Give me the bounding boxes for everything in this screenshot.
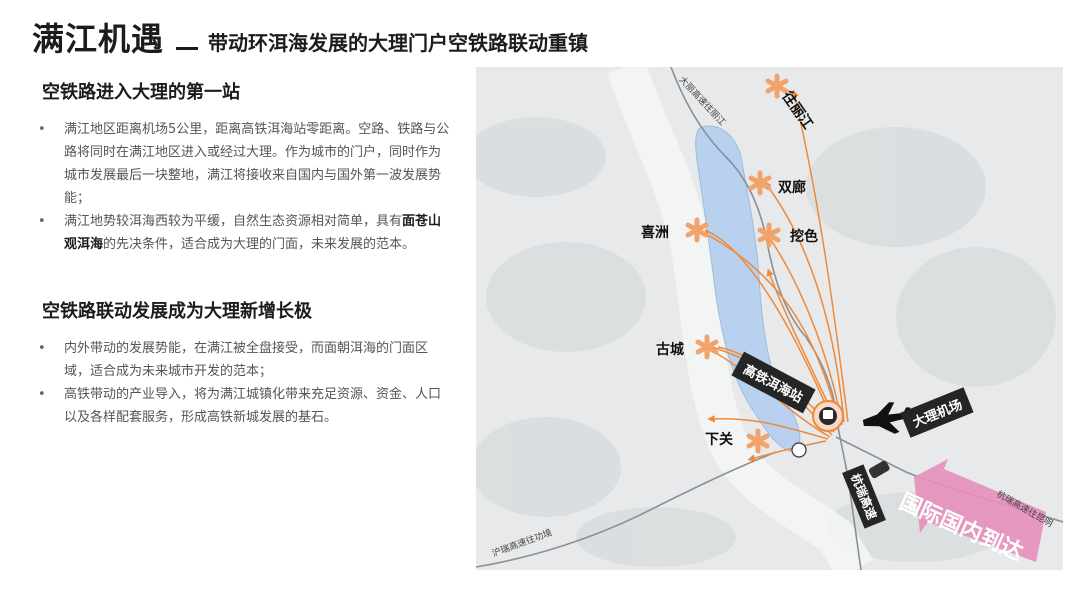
page-title: 满江机遇 带动环洱海发展的大理门户空铁路联动重镇 <box>32 14 588 60</box>
title-main: 满江机遇 <box>32 20 165 58</box>
asterisk-icon <box>695 334 719 360</box>
place-label-xiaguan: 下关 <box>705 432 733 448</box>
place-label-xizhou: 喜洲 <box>641 225 669 241</box>
terrain-texture <box>476 117 1056 567</box>
bullet-text: 高铁带动的产业导入，将为满江城镇化带来充足资源、资金、人口以及各样配套服务，形成… <box>64 387 442 425</box>
bullet-item: 高铁带动的产业导入，将为满江城镇化带来充足资源、资金、人口以及各样配套服务，形成… <box>38 383 453 429</box>
asterisk-icon <box>685 217 709 243</box>
gateway-arrow <box>914 459 1046 562</box>
bullet-text: 满江地势较洱海西较为平缓，自然生态资源相对简单，具有 <box>64 214 403 229</box>
bullet-item: 满江地区距离机场5公里，距离高铁洱海站零距离。空路、铁路与公路将同时在满江地区进… <box>38 118 453 210</box>
place-label-shuanglang: 双廊 <box>778 180 806 196</box>
bullet-text: 内外带动的发展势能，在满江被全盘接受，而面朝洱海的门面区域，适合成为未来城市开发… <box>64 341 429 379</box>
bullet-list: 内外带动的发展势能，在满江被全盘接受，而面朝洱海的门面区域，适合成为未来城市开发… <box>38 337 453 429</box>
bullet-item: 满江地势较洱海西较为平缓，自然生态资源相对简单，具有面苍山观洱海的先决条件，适合… <box>38 210 453 256</box>
bullet-highlight: 面苍山观洱海 <box>64 214 442 252</box>
map-canvas <box>476 67 1063 570</box>
title-dash <box>176 47 199 50</box>
asterisk-icon <box>746 428 770 454</box>
place-label-wase: 挖色 <box>790 229 818 245</box>
bullet-item: 内外带动的发展势能，在满江被全盘接受，而面朝洱海的门面区域，适合成为未来城市开发… <box>38 337 453 383</box>
asterisk-icon <box>765 73 789 99</box>
title-subtitle: 带动环洱海发展的大理门户空铁路联动重镇 <box>208 31 589 55</box>
place-label-gucheng: 古城 <box>656 342 684 358</box>
car-icon <box>868 460 890 479</box>
section-heading: 空铁路联动发展成为大理新增长极 <box>42 301 312 322</box>
section-growth-pole: 空铁路联动发展成为大理新增长极 内外带动的发展势能，在满江被全盘接受，而面朝洱海… <box>38 297 453 429</box>
bullet-text: 的先决条件，适合成为大理的门面，未来发展的范本。 <box>103 237 416 252</box>
asterisk-icon <box>748 170 772 196</box>
train-icon-window <box>823 410 833 419</box>
bus-icon <box>791 442 807 458</box>
airplane-icon <box>862 402 913 434</box>
asterisk-icon <box>757 222 781 248</box>
regional-map: 往丽江 双廊 喜洲 挖色 古城 下关 高铁洱海站 大理机场 杭瑞高速 国际国内到… <box>476 67 1063 570</box>
section-heading: 空铁路进入大理的第一站 <box>42 82 240 103</box>
bullet-list: 满江地区距离机场5公里，距离高铁洱海站零距离。空路、铁路与公路将同时在满江地区进… <box>38 118 453 256</box>
section-first-stop: 空铁路进入大理的第一站 满江地区距离机场5公里，距离高铁洱海站零距离。空路、铁路… <box>38 78 453 256</box>
bullet-text: 满江地区距离机场5公里，距离高铁洱海站零距离。空路、铁路与公路将同时在满江地区进… <box>64 122 450 206</box>
